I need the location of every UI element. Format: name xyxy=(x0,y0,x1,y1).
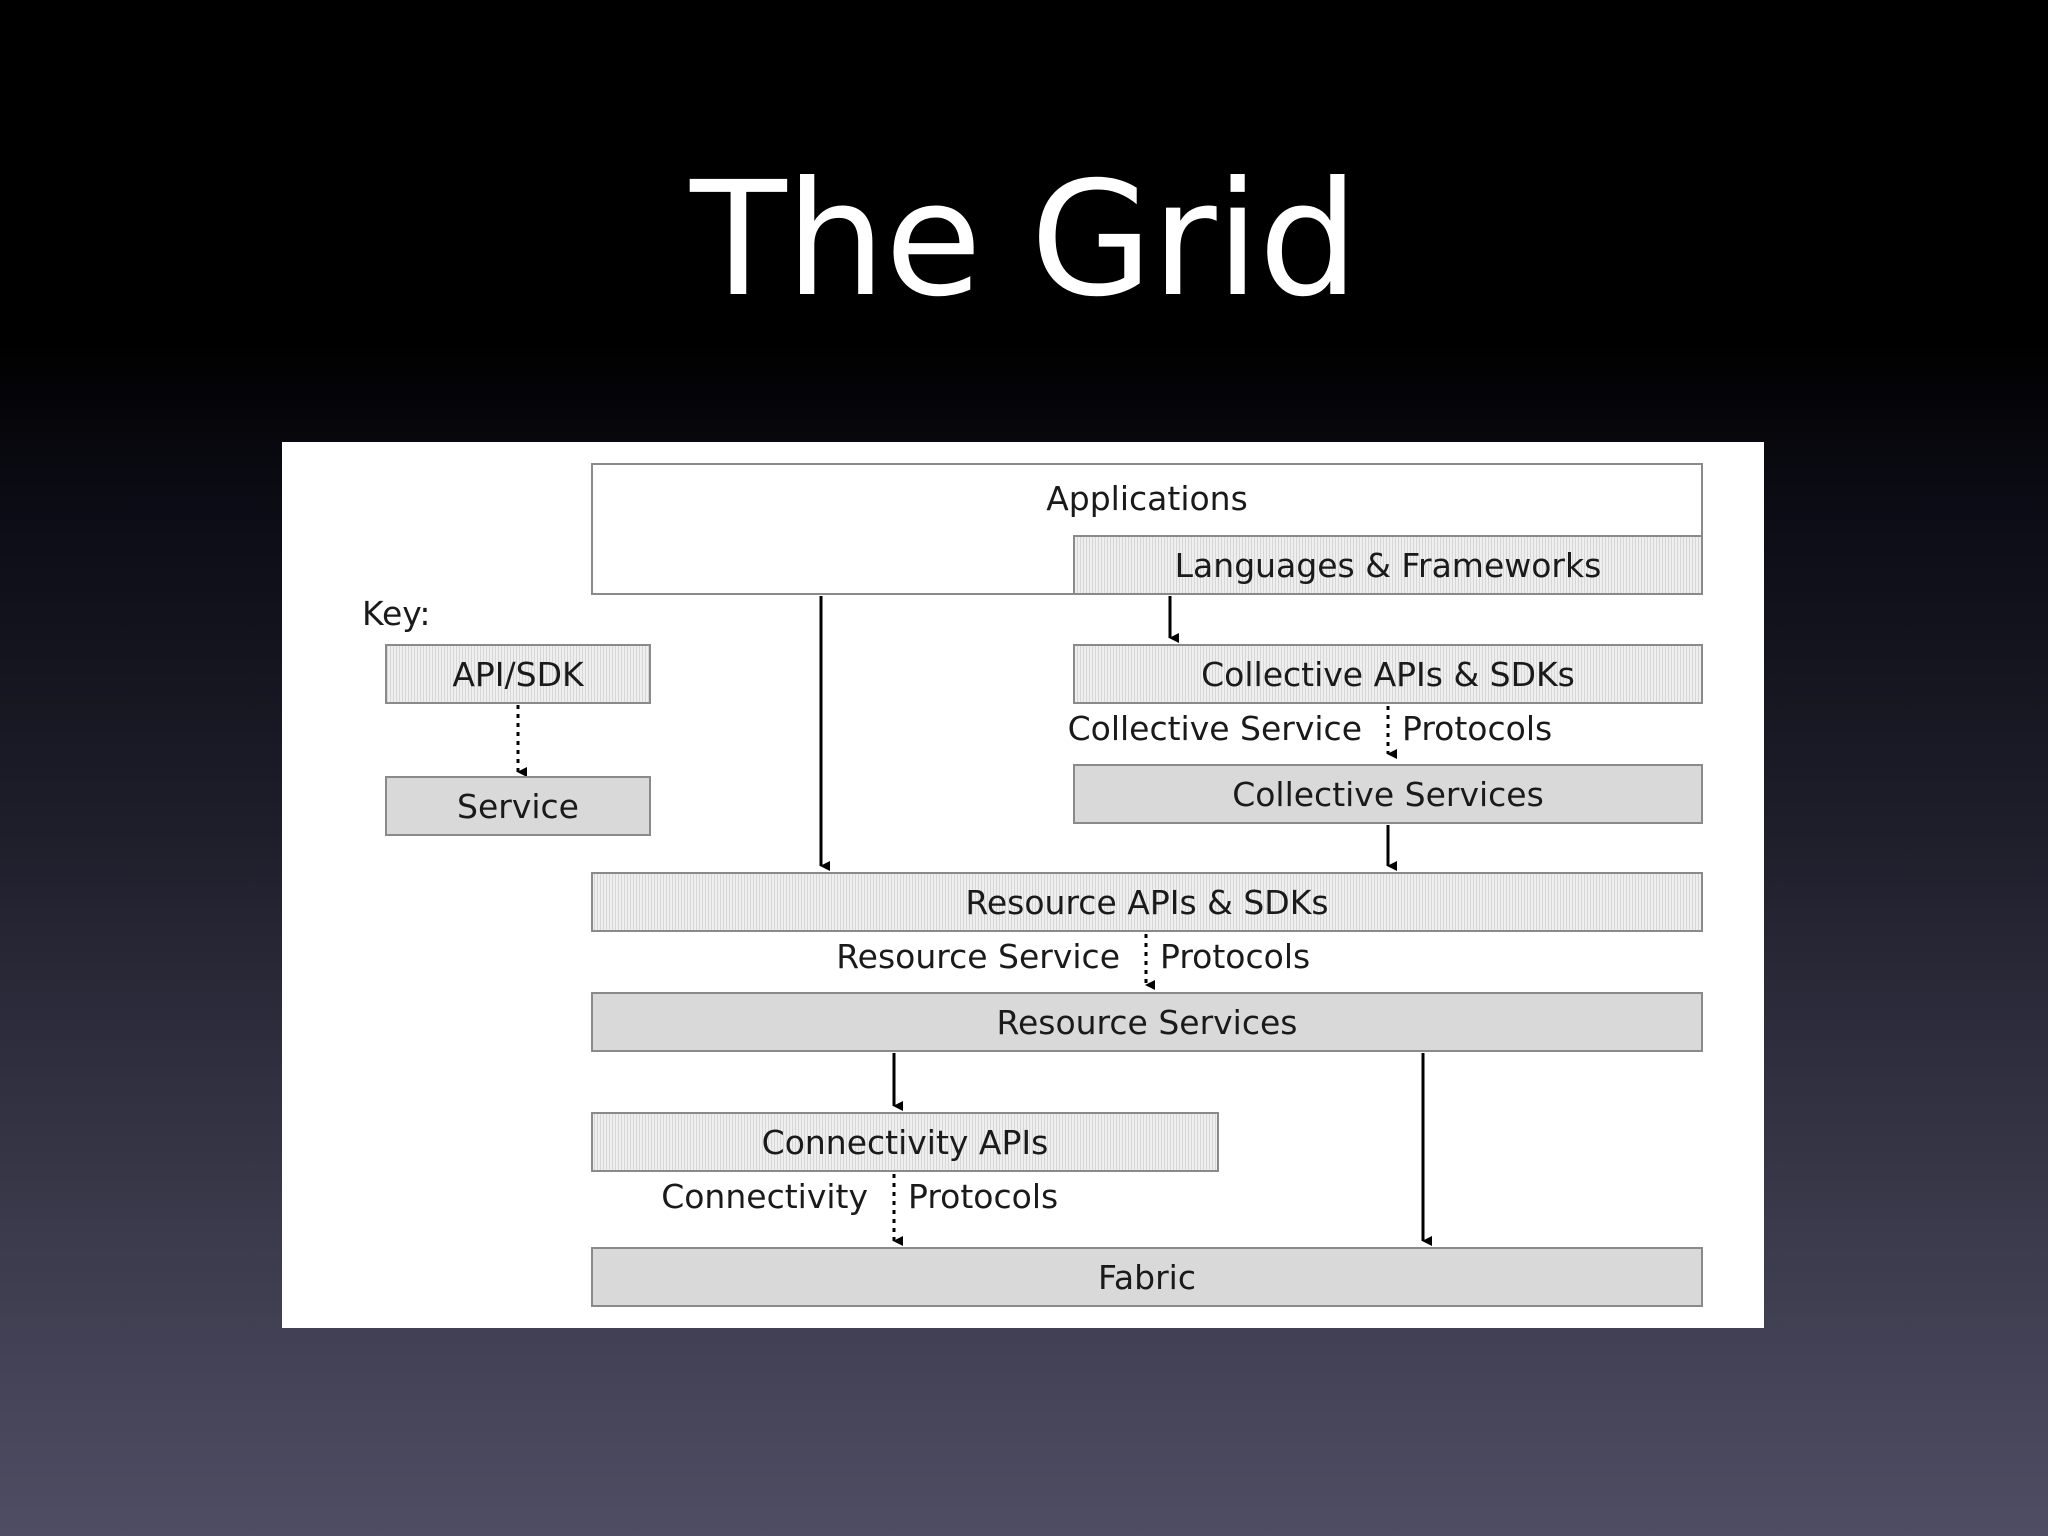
key-api-label: API/SDK xyxy=(452,655,585,694)
fabric-label: Fabric xyxy=(1098,1258,1196,1297)
languages-frameworks-box xyxy=(1073,535,1703,595)
grid-architecture-diagram: Applications Languages & Frameworks Key:… xyxy=(282,442,1764,1328)
collective-protocol-right: Protocols xyxy=(1402,709,1552,748)
connectivity-protocol-left: Connectivity xyxy=(661,1177,868,1216)
key-api-box xyxy=(385,644,651,704)
collective-protocol-left: Collective Service xyxy=(1068,709,1362,748)
key-service-label: Service xyxy=(457,787,579,826)
resource-protocol-left: Resource Service xyxy=(836,937,1120,976)
collective-services-box xyxy=(1073,764,1703,824)
key-label: Key: xyxy=(362,594,431,633)
connectivity-apis-label: Connectivity APIs xyxy=(762,1123,1049,1162)
connectivity-apis-box xyxy=(591,1112,1219,1172)
slide-title: The Grid xyxy=(690,148,1359,332)
collective-services-label: Collective Services xyxy=(1232,775,1544,814)
resource-apis-label: Resource APIs & SDKs xyxy=(965,883,1328,922)
resource-services-box xyxy=(591,992,1703,1052)
key-service-box xyxy=(385,776,651,836)
applications-label: Applications xyxy=(1046,479,1248,518)
resource-services-label: Resource Services xyxy=(997,1003,1298,1042)
languages-frameworks-label: Languages & Frameworks xyxy=(1175,546,1602,585)
collective-apis-label: Collective APIs & SDKs xyxy=(1201,655,1575,694)
collective-apis-box xyxy=(1073,644,1703,704)
resource-protocol-right: Protocols xyxy=(1160,937,1310,976)
resource-apis-box xyxy=(591,872,1703,932)
fabric-box xyxy=(591,1247,1703,1307)
connectivity-protocol-right: Protocols xyxy=(908,1177,1058,1216)
